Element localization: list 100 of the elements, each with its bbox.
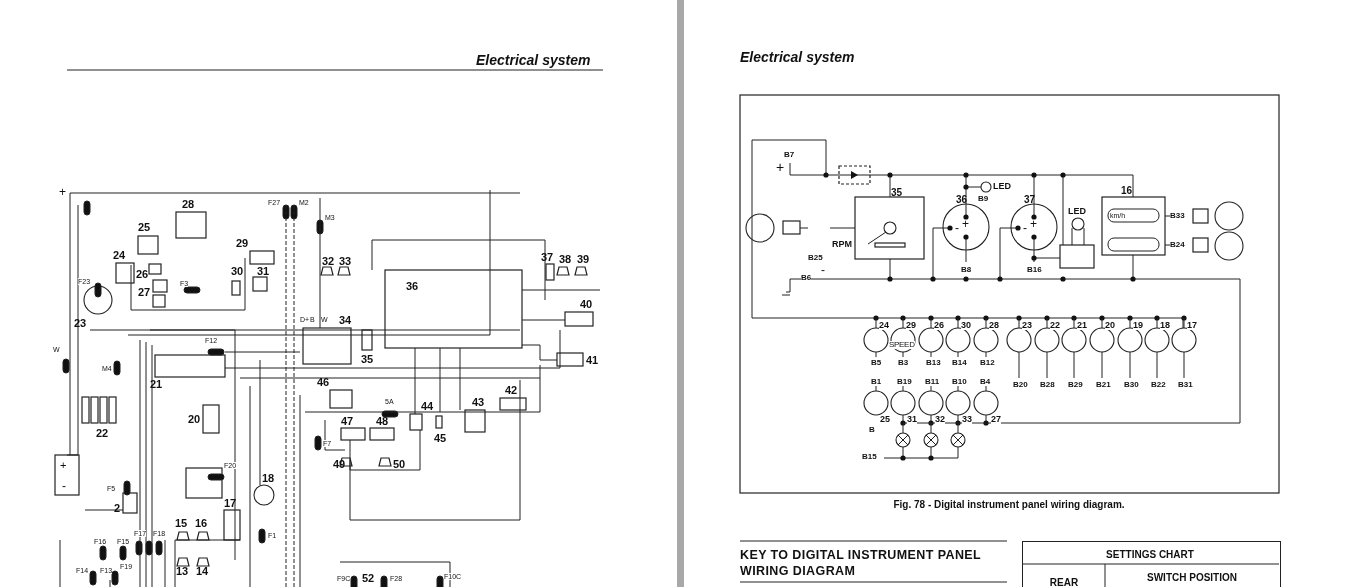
column-header: SWITCH POSITION [1147, 573, 1237, 583]
callout-number: 49 [333, 459, 346, 470]
connector-label: B20 [1013, 381, 1028, 389]
callout-number: 43 [472, 397, 485, 408]
callout-number: 39 [577, 254, 590, 265]
callout-number: 44 [421, 401, 434, 412]
callout-number: 23 [74, 318, 87, 329]
callout-number: 32 [935, 415, 945, 424]
connector-label: B4 [980, 378, 991, 386]
callout-number: 26 [136, 269, 149, 280]
led-label: LED [1068, 207, 1086, 216]
callout-number: 17 [1187, 321, 1197, 330]
callout-number: 34 [339, 315, 352, 326]
led-label: LED [993, 182, 1011, 191]
callout-number: 23 [1022, 321, 1032, 330]
connector-label: B13 [926, 359, 941, 367]
connector-label: B8 [961, 266, 972, 274]
callout-number: 47 [341, 416, 354, 427]
connector-label: B14 [952, 359, 967, 367]
figure-caption: Fig. 78 - Digital instrument panel wiring diagram. [893, 500, 1125, 510]
polarity-sign: + [60, 460, 67, 471]
callout-number: 50 [393, 459, 406, 470]
callout-number: 22 [96, 428, 109, 439]
column-header: REAR [1049, 578, 1079, 587]
signal-label: RPM [832, 240, 852, 249]
page-header: Electrical system [476, 53, 591, 67]
callout-number: 27 [138, 287, 151, 298]
callout-number: 31 [907, 415, 917, 424]
callout-number: 24 [879, 321, 889, 330]
callout-number: 48 [376, 416, 389, 427]
callout-number: 41 [586, 355, 599, 366]
callout-number: 16 [195, 518, 208, 529]
callout-number: 38 [559, 254, 572, 265]
page-header: Electrical system [740, 50, 855, 64]
table-title: SETTINGS CHART [1106, 550, 1194, 560]
connector-label: B29 [1068, 381, 1083, 389]
callout-number: 19 [1133, 321, 1143, 330]
polarity-sign: - [821, 264, 825, 276]
callout-number: 36 [406, 281, 419, 292]
connector-label: B22 [1151, 381, 1166, 389]
callout-number: 14 [196, 566, 209, 577]
callout-number: 35 [891, 188, 903, 198]
polarity-sign: + [1030, 218, 1037, 230]
callout-number: 37 [1024, 195, 1036, 205]
connector-label: B10 [952, 378, 967, 386]
callout-number: 17 [224, 498, 237, 509]
callout-number: 26 [934, 321, 944, 330]
polarity-sign: - [955, 222, 959, 234]
connector-label: B31 [1178, 381, 1193, 389]
section-heading: KEY TO DIGITAL INSTRUMENT PANEL WIRING DIAGRAM [740, 548, 982, 580]
connector-label: B19 [897, 378, 912, 386]
callout-number: 31 [257, 266, 270, 277]
connector-label: B30 [1124, 381, 1139, 389]
callout-number: 21 [150, 379, 163, 390]
callout-number: 33 [962, 415, 972, 424]
callout-number: 2 [114, 503, 121, 514]
connector-label: B21 [1096, 381, 1111, 389]
callout-number: 22 [1050, 321, 1060, 330]
terminal-label: B [869, 426, 875, 434]
connector-label: B7 [784, 151, 795, 159]
callout-number: 28 [182, 199, 195, 210]
connector-label: B11 [925, 378, 940, 386]
polarity-sign: + [776, 160, 785, 174]
connector-label: B9 [978, 195, 989, 203]
callout-number: 24 [113, 250, 126, 261]
callout-number: 32 [322, 256, 335, 267]
callout-number: 21 [1077, 321, 1087, 330]
connector-label: B28 [1040, 381, 1055, 389]
connector-label: B25 [808, 254, 823, 262]
callout-number: 18 [1160, 321, 1170, 330]
callout-number: 52 [362, 573, 375, 584]
polarity-sign: - [62, 480, 66, 492]
connector-label: B12 [980, 359, 995, 367]
polarity-sign: - [1023, 222, 1027, 234]
connector-label: B5 [871, 359, 882, 367]
callout-number: 25 [880, 415, 890, 424]
callout-number: 13 [176, 566, 189, 577]
callout-number: 35 [361, 354, 374, 365]
callout-number: 36 [956, 195, 968, 205]
connector-label: B24 [1170, 241, 1185, 249]
connector-label: B1 [871, 378, 882, 386]
polarity-sign: + [962, 218, 969, 230]
callout-number: 40 [580, 299, 593, 310]
callout-number: 30 [961, 321, 971, 330]
callout-number: 42 [505, 385, 518, 396]
callout-number: 20 [1105, 321, 1115, 330]
callout-number: 46 [317, 377, 330, 388]
callout-number: 33 [339, 256, 352, 267]
callout-number: 27 [991, 415, 1001, 424]
callout-number: 18 [262, 473, 275, 484]
polarity-sign: + [59, 186, 66, 198]
callout-number: 16 [1121, 186, 1133, 196]
connector-label: B33 [1170, 212, 1185, 220]
callout-number: 37 [541, 252, 554, 263]
connector-label: B6 [801, 274, 812, 282]
callout-number: 20 [188, 414, 201, 425]
callout-number: 45 [434, 433, 447, 444]
callout-number: 25 [138, 222, 151, 233]
callout-number: 30 [231, 266, 244, 277]
callout-number: 15 [175, 518, 188, 529]
